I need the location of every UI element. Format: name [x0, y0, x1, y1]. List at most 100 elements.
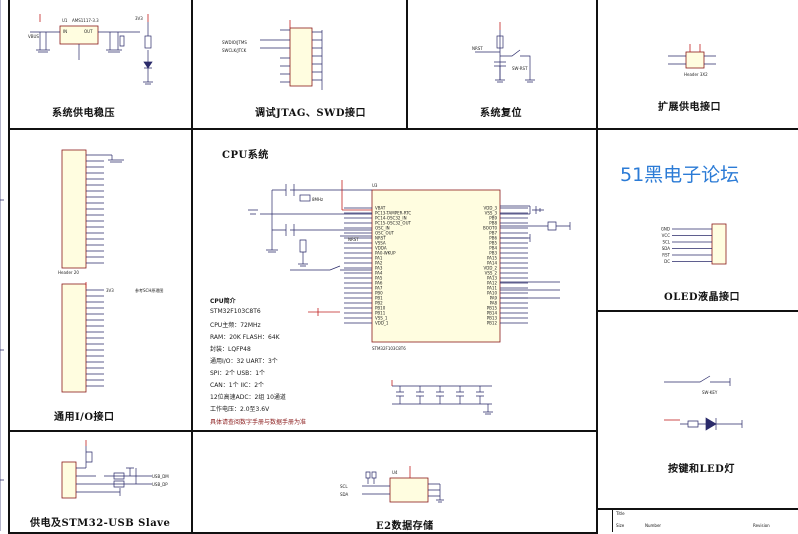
- oled-pin-label: DC: [664, 259, 670, 264]
- oled-pin-label: RST: [662, 253, 670, 258]
- panel-title-cpu: CPU系统: [222, 150, 269, 161]
- reset-sw-label: SW-RST: [512, 66, 528, 71]
- panel-title-keys-led: 按键和LED灯: [668, 464, 735, 475]
- cpu-left-pin-label: PA6: [375, 281, 383, 286]
- cpu-ref: U3: [372, 183, 378, 188]
- title-block-size: Size: [616, 523, 625, 528]
- cpu-right-pin-label: PB7: [489, 231, 497, 236]
- cpu-note-memory: RAM：20K FLASH：64K: [210, 334, 280, 341]
- cpu-note-voltage: 工作电压：2.0至3.6V: [210, 406, 270, 413]
- gpio-header-bottom: 3V3 参考SCH原理图: [61, 282, 163, 393]
- oled-pin-label: SDA: [662, 246, 671, 251]
- reset-circuit: NRST SW-RST: [472, 22, 535, 83]
- cpu-left-pin-label: VDDA: [375, 246, 387, 251]
- panel-title-eeprom: E2数据存储: [376, 521, 434, 532]
- cpu-left-pin-label: VBAT: [375, 206, 386, 211]
- cpu-right-pin-label: PB9: [489, 216, 497, 221]
- cpu-right-pin-label: PA15: [487, 256, 497, 261]
- cpu-note-freq: CPU主频：72MHz: [210, 322, 261, 329]
- cpu-right-pin-label: PB3: [489, 251, 497, 256]
- cpu-decoupling: [391, 380, 493, 415]
- cpu-left-pin-label: VSS_1: [375, 316, 388, 321]
- ext-header-label: Header 3X2: [684, 72, 708, 77]
- panel-title-reset: 系统复位: [480, 108, 522, 119]
- cpu-right-pin-label: PB5: [489, 241, 497, 246]
- cpu-right-pin-label: PA9: [490, 296, 498, 301]
- cpu-right-pin-label: VSS_3: [485, 211, 498, 216]
- panel-title-debug: 调试JTAG、SWD接口: [255, 108, 367, 119]
- debug-header: SWDIO/JTMS SWCLK/JTCK: [222, 20, 323, 90]
- cpu-note-heading: CPU简介: [210, 298, 236, 305]
- oled-pin-label: VCC: [662, 233, 671, 238]
- svg-text:3V3: 3V3: [106, 288, 114, 293]
- usb-dm-label: USB_DM: [152, 474, 169, 479]
- title-block-number: Number: [645, 523, 662, 528]
- cpu-right-pins: VDD_3VSS_3PB9PB8BOOT0PB7PB6PB5PB4PB3PA15…: [483, 206, 528, 326]
- oled-pin-label: GND: [661, 227, 670, 232]
- cpu-right-pin-label: PB13: [487, 316, 498, 321]
- cpu-left-pin-label: PA7: [375, 286, 383, 291]
- panel-title-power-regulator: 系统供电稳压: [52, 108, 115, 119]
- cpu-left-pin-label: PA4: [375, 271, 383, 276]
- cpu-left-pin-label: PC14-OSC32_IN: [375, 216, 407, 221]
- cpu-nrst-label: NRST: [348, 237, 359, 242]
- cpu-right-pin-label: PA11: [487, 286, 497, 291]
- cpu-left-pin-label: PA3: [375, 266, 383, 271]
- svg-text:参考SCH原理图: 参考SCH原理图: [135, 287, 163, 293]
- cpu-note-adc: 12位高速ADC：2组 10通道: [210, 394, 286, 401]
- cpu-left-pin-label: PA2: [375, 261, 383, 266]
- regulator-out: OUT: [84, 29, 93, 34]
- cpu-note-footer: 具体请查阅数字手册与数据手册为准: [210, 419, 307, 426]
- title-block: Title Size Number Revision: [612, 509, 798, 532]
- panel-title-gpio: 通用I/O接口: [54, 412, 115, 423]
- cpu-left-pin-label: PB2: [375, 301, 383, 306]
- cpu-left-pin-label: PC15-OSC32_OUT: [375, 221, 411, 226]
- cpu-right-pin-label: PA12: [487, 281, 497, 286]
- cpu-right-pin-label: PB15: [487, 306, 498, 311]
- title-block-title: Title: [616, 511, 625, 516]
- cpu-left-pin-label: PC13-TAMPER-RTC: [375, 211, 411, 216]
- cpu-left-pin-label: PA0-WKUP: [375, 251, 396, 256]
- usb-power-circuit: USB_DM USB_DP: [61, 440, 169, 499]
- keys-led-circuit: SW-KEY: [664, 375, 743, 431]
- regulator-part: AMS1117-3.3: [72, 18, 99, 23]
- cpu-right-pin-label: PB4: [489, 246, 497, 251]
- crystal-freq: 8MHz: [312, 197, 323, 202]
- cpu-note-model: STM32F103C8T6: [210, 308, 261, 315]
- eeprom-ref: U4: [392, 470, 398, 475]
- cpu-right-pin-label: VSS_2: [485, 271, 498, 276]
- eeprom-sda-label: SDA: [340, 492, 349, 497]
- cpu-right-pin-label: VDD_2: [484, 266, 498, 271]
- cpu-left-pin-label: PB11: [375, 311, 386, 316]
- cpu-right-pin-label: PA10: [487, 291, 497, 296]
- regulator-section: U1 AMS1117-3.3 IN OUT VBUS 3V3: [28, 14, 153, 85]
- cpu-note-can: CAN：1个 IIC：2个: [210, 382, 265, 389]
- cpu-note-spi: SPI：2个 USB：1个: [210, 370, 266, 377]
- svg-text:SW-KEY: SW-KEY: [702, 390, 718, 395]
- cpu-left-pin-label: VSSA: [375, 241, 386, 246]
- title-block-revision: Revision: [753, 523, 770, 528]
- oled-pin-label: SCL: [662, 240, 670, 245]
- watermark: 51黑电子论坛: [620, 164, 740, 186]
- gpio-header-top: Header 20: [58, 149, 124, 275]
- cpu-left-pin-label: PB1: [375, 296, 383, 301]
- cpu-left-pins: VBATPC13-TAMPER-RTCPC14-OSC32_INPC15-OSC…: [344, 206, 411, 326]
- svg-text:SWCLK/JTCK: SWCLK/JTCK: [222, 48, 247, 53]
- cpu-right-pin-label: PB12: [487, 321, 498, 326]
- cpu-left-pin-label: PA5: [375, 276, 383, 281]
- cpu-left-pin-label: PB10: [375, 306, 386, 311]
- cpu-left-pin-label: NRST: [375, 236, 386, 241]
- panel-title-ext-power: 扩展供电接口: [658, 102, 721, 113]
- panel-title-oled: OLED液晶接口: [664, 292, 741, 303]
- cpu-left-pin-label: OSC_OUT: [375, 231, 395, 236]
- regulator-vbus: VBUS: [28, 34, 39, 39]
- cpu-right-pin-label: PA8: [490, 301, 498, 306]
- cpu-right-pin-label: PB8: [489, 221, 497, 226]
- cpu-right-pin-label: PB14: [487, 311, 498, 316]
- cpu-note-io: 通用I/O：32 UART：3个: [210, 358, 278, 365]
- svg-text:SWDIO/JTMS: SWDIO/JTMS: [222, 40, 247, 45]
- eeprom-circuit: U4 SCL SDA: [340, 466, 444, 503]
- regulator-in: IN: [63, 29, 67, 34]
